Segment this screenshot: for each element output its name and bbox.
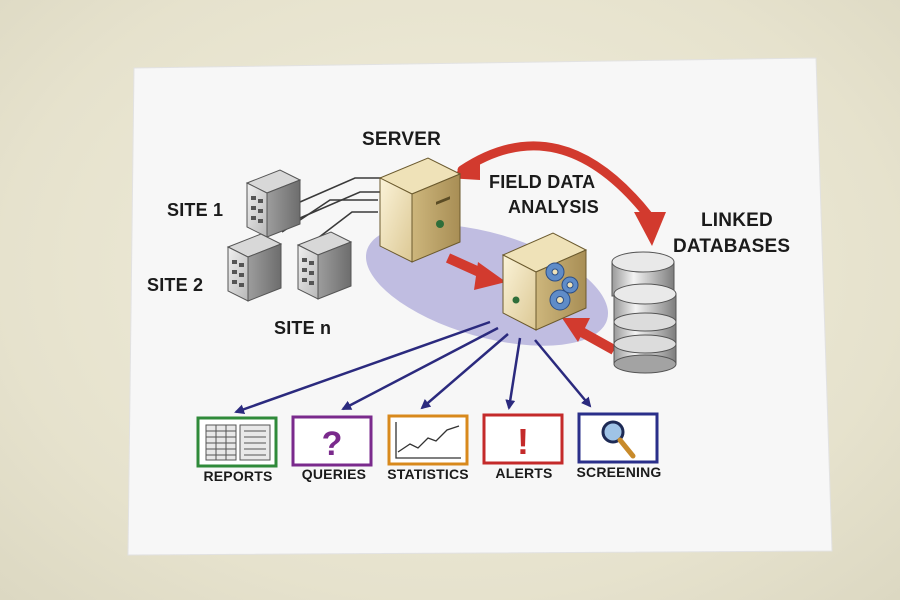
site-1-label: SITE 1 [167, 200, 224, 220]
alerts-label: ALERTS [495, 465, 553, 481]
analysis-server [501, 232, 588, 331]
statistics-label: STATISTICS [387, 466, 469, 482]
reports-box [196, 416, 278, 468]
linked-databases-label-line2: DATABASES [673, 236, 791, 257]
screening-label: SCREENING [576, 464, 662, 480]
site-2-label: SITE 2 [147, 275, 204, 295]
field-data-analysis-label-line1: FIELD DATA [489, 172, 596, 192]
queries-label: QUERIES [301, 466, 367, 482]
server-label: SERVER [362, 129, 441, 150]
statistics-box [387, 414, 469, 466]
output-arrows [234, 320, 592, 415]
site-1-building [245, 169, 302, 238]
report-icon [205, 424, 271, 461]
database-stack [611, 251, 677, 374]
linked-databases-label-line1: LINKED [701, 210, 773, 231]
gears-icon [545, 262, 579, 311]
field-data-analysis-label-line2: ANALYSIS [508, 197, 599, 217]
alerts-box: ! [482, 413, 564, 465]
site-n-label: SITE n [274, 318, 332, 338]
exclamation-icon: ! [517, 421, 529, 462]
magnifier-icon [601, 420, 636, 459]
server-to-analysis-arrow [445, 253, 506, 290]
site-n-building [296, 231, 353, 300]
line-chart-icon [395, 422, 461, 459]
site-2-building [226, 233, 283, 302]
server-tower [378, 157, 462, 263]
reports-label: REPORTS [203, 468, 273, 484]
question-mark-icon: ? [322, 425, 343, 463]
queries-box: ? [291, 415, 373, 467]
screening-box [577, 412, 659, 464]
database-to-analysis-arrow [562, 318, 617, 355]
